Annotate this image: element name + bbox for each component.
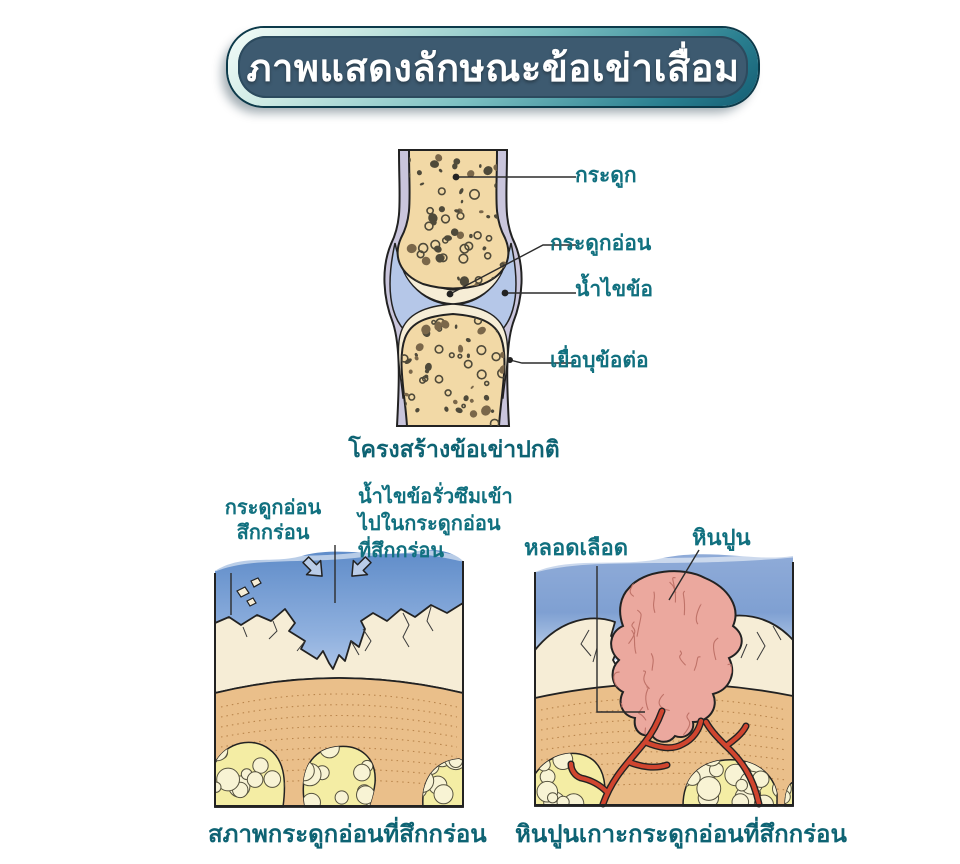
leader-blood-vessels	[596, 566, 645, 713]
label-joint-membrane: เยื่อบุข้อต่อ	[550, 349, 649, 372]
label-bone: กระดูก	[575, 164, 637, 187]
eroded-cartilage-panel	[214, 545, 464, 808]
page-title: ภาพแสดงลักษณะข้อเข่าเสื่อม	[246, 47, 740, 90]
normal-joint-diagram	[383, 149, 576, 427]
leader-calcium-deposit	[668, 549, 700, 601]
title-banner: ภาพแสดงลักษณะข้อเข่าเสื่อม	[228, 28, 758, 106]
normal-joint-leaders	[446, 173, 576, 364]
spur-panel	[534, 549, 794, 808]
caption-eroded-panel: สภาพกระดูกอ่อนที่สึกกร่อน	[208, 821, 487, 848]
blood-vessels	[567, 707, 763, 808]
caption-normal-joint: โครงสร้างข้อเข่าปกติ	[348, 436, 560, 462]
cartilage-cracks	[242, 606, 434, 656]
cartilage-debris	[236, 577, 262, 607]
title-banner-inner: ภาพแสดงลักษณะข้อเข่าเสื่อม	[238, 36, 748, 98]
label-synovial-fluid: น้ำไขข้อ	[575, 278, 654, 301]
panel-border	[214, 561, 464, 807]
bone-lower-speckles	[401, 316, 505, 426]
label-eroded-cartilage: กระดูกอ่อน สึกกร่อน	[224, 497, 322, 544]
label-cartilage: กระดูกอ่อน	[550, 232, 652, 255]
fluid-seep-arrows	[302, 556, 372, 577]
caption-spur-panel: หินปูนเกาะกระดูกอ่อนที่สึกกร่อน	[515, 821, 847, 848]
calcium-deposit-shape	[610, 570, 743, 743]
bone-upper-shape	[396, 149, 510, 290]
cartilage-cracks	[580, 625, 782, 663]
label-calcium-deposit: หินปูน	[692, 525, 751, 550]
panel-border	[534, 562, 794, 806]
label-blood-vessels: หลอดเลือด	[524, 535, 628, 560]
label-fluid-seep: น้ำไขข้อรั่วซึมเข้า ไปในกระดูกอ่อน ที่สึ…	[358, 486, 513, 562]
